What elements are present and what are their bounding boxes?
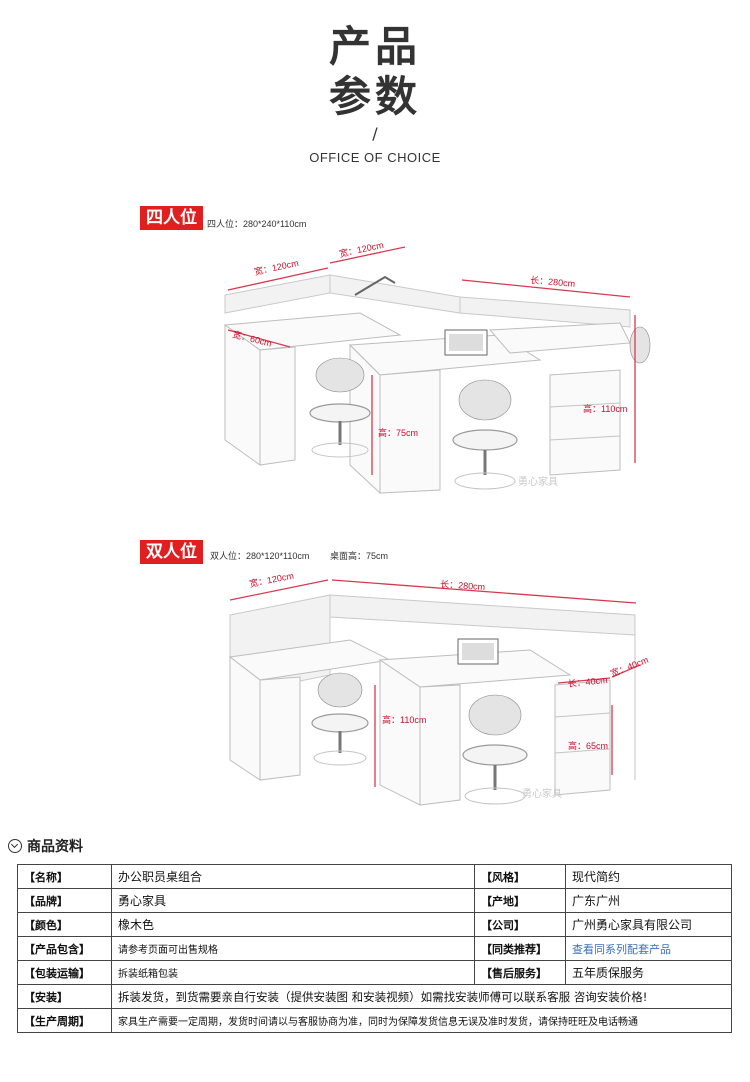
partition-mid <box>329 274 461 314</box>
chair-center-seat <box>462 744 528 766</box>
chair-center-back <box>458 379 512 421</box>
table-row: 【品牌】 勇心家具 【产地】 广东广州 <box>17 888 732 913</box>
value-company: 广州勇心家具有限公司 <box>565 912 732 937</box>
chair-left-base <box>313 750 367 766</box>
two-dim-width: 宽：120cm <box>248 570 294 589</box>
four-seat-drawing: 宽：120cm 宽：120cm 长：280cm 宽：60cm 高：110cm 高… <box>223 239 651 495</box>
dim-line-cab-width <box>557 677 611 684</box>
hero-title-line1: 产品 <box>328 22 421 71</box>
dim-line-length <box>331 579 637 604</box>
table-row: 【颜色】 橡木色 【公司】 广州勇心家具有限公司 <box>17 912 732 937</box>
value-style: 现代简约 <box>565 864 732 889</box>
drawer-line-2 <box>554 748 611 754</box>
label-includes: 【产品包含】 <box>17 936 112 961</box>
two-dim-height-total: 高：110cm <box>382 714 426 725</box>
hero-header: 产品 参数 / OFFICE OF CHOICE <box>0 0 750 190</box>
desk-front-left <box>259 346 296 466</box>
label-similar: 【同类推荐】 <box>474 936 566 961</box>
partition-right <box>459 296 631 328</box>
value-packaging: 拆装纸箱包装 <box>111 960 475 985</box>
two-dim-length: 长：280cm <box>440 578 486 592</box>
info-title: 商品资料 <box>27 839 83 855</box>
info-table: 【名称】 办公职员桌组合 【风格】 现代简约 【品牌】 勇心家具 【产地】 广东… <box>17 864 732 1033</box>
table-row: 【安装】 拆装发货，到货需要亲自行安装（提供安装图 和安装视频）如需找安装师傅可… <box>17 984 732 1009</box>
desk-front-left <box>259 676 301 781</box>
two-seat-spec: 双人位：280*120*110cm <box>210 551 310 561</box>
two-dim-cab-depth: 宽：40cm <box>609 654 650 679</box>
label-name: 【名称】 <box>17 864 112 889</box>
table-row: 【产品包含】 请参考页面可出售规格 【同类推荐】 查看同系列配套产品 <box>17 936 732 961</box>
chair-left-seat <box>309 403 371 423</box>
chair-right-back <box>629 326 651 364</box>
table-row: 【名称】 办公职员桌组合 【风格】 现代简约 <box>17 864 732 889</box>
value-includes: 请参考页面可出售规格 <box>111 936 475 961</box>
value-brand: 勇心家具 <box>111 888 475 913</box>
desk-front-center <box>419 684 461 806</box>
dim-line-depth <box>227 329 291 348</box>
chair-left-base <box>311 442 369 458</box>
four-watermark: 勇心家具 <box>518 475 558 488</box>
table-row: 【包装运输】 拆装纸箱包装 【售后服务】 五年质保服务 <box>17 960 732 985</box>
label-company: 【公司】 <box>474 912 566 937</box>
partition-left <box>224 274 331 314</box>
value-aftersales: 五年质保服务 <box>565 960 732 985</box>
label-aftersales: 【售后服务】 <box>474 960 566 985</box>
four-dim-width1: 宽：120cm <box>253 257 299 277</box>
dim-line-cab-depth <box>611 664 641 678</box>
table-row: 【生产周期】 家具生产需要一定周期，发货时间请以与客服协商为准，同时为保障发货信… <box>17 1008 732 1033</box>
drawer-line-1 <box>554 712 611 718</box>
drawer-line-2 <box>549 435 621 441</box>
dim-line-width1 <box>227 267 329 291</box>
partition-back <box>329 594 636 636</box>
chair-left-back <box>317 672 363 708</box>
similar-products-link[interactable]: 查看同系列配套产品 <box>565 936 732 961</box>
label-brand: 【品牌】 <box>17 888 112 913</box>
dim-line-width2 <box>329 246 406 264</box>
label-cycle: 【生产周期】 <box>17 1008 112 1033</box>
chair-left-back <box>315 357 365 393</box>
label-packaging: 【包装运输】 <box>17 960 112 985</box>
hero-slash: / <box>372 124 378 143</box>
two-dim-cab-width: 长：40cm <box>567 674 608 689</box>
value-origin: 广东广州 <box>565 888 732 913</box>
value-install: 拆装发货，到货需要亲自行安装（提供安装图 和安装视频）如需找安装师傅可以联系客服… <box>111 984 732 1009</box>
chair-center-base <box>464 787 526 805</box>
label-origin: 【产地】 <box>474 888 566 913</box>
four-dim-height-total: 高：110cm <box>583 403 627 414</box>
drawer-cabinet <box>554 679 611 796</box>
value-name: 办公职员桌组合 <box>111 864 475 889</box>
monitor-center-screen <box>462 643 494 660</box>
info-header: 商品资料 <box>8 836 83 856</box>
chevron-circle-icon <box>8 839 22 853</box>
chair-left-seat <box>311 713 369 733</box>
four-dim-height-desk: 高：75cm <box>378 427 418 438</box>
hero-subtitle: OFFICE OF CHOICE <box>309 150 441 165</box>
four-seat-tag: 四人位 <box>140 206 203 230</box>
value-cycle: 家具生产需要一定周期，发货时间请以与客服协商为准，同时为保障发货信息无误及准时发… <box>111 1008 732 1033</box>
chair-center-seat <box>452 429 518 451</box>
label-install: 【安装】 <box>17 984 112 1009</box>
two-seat-spec2: 桌面高：75cm <box>330 551 389 561</box>
monitor-center-screen <box>449 334 483 351</box>
two-seat-tag: 双人位 <box>140 540 203 564</box>
chair-center-base <box>454 472 516 490</box>
label-style: 【风格】 <box>474 864 566 889</box>
drawer-line-1 <box>549 402 621 408</box>
desk-side-left <box>224 324 261 466</box>
label-color: 【颜色】 <box>17 912 112 937</box>
dim-line-width <box>229 579 329 601</box>
value-color: 橡木色 <box>111 912 475 937</box>
two-dim-height-cab: 高：65cm <box>568 740 608 751</box>
hero-title-line2: 参数 <box>328 72 421 121</box>
four-seat-spec: 四人位：280*240*110cm <box>207 219 307 229</box>
two-seat-drawing: 宽：120cm 长：280cm 长：40cm 宽：40cm 高：110cm 高：… <box>228 570 650 806</box>
lamp <box>354 275 396 296</box>
dim-line-length <box>461 279 631 298</box>
drawer-cabinet <box>549 369 621 476</box>
chair-center-back <box>468 694 522 736</box>
desk-top-right <box>488 322 631 354</box>
two-watermark: 勇心家具 <box>522 787 562 800</box>
four-dim-length: 长：280cm <box>530 274 576 289</box>
